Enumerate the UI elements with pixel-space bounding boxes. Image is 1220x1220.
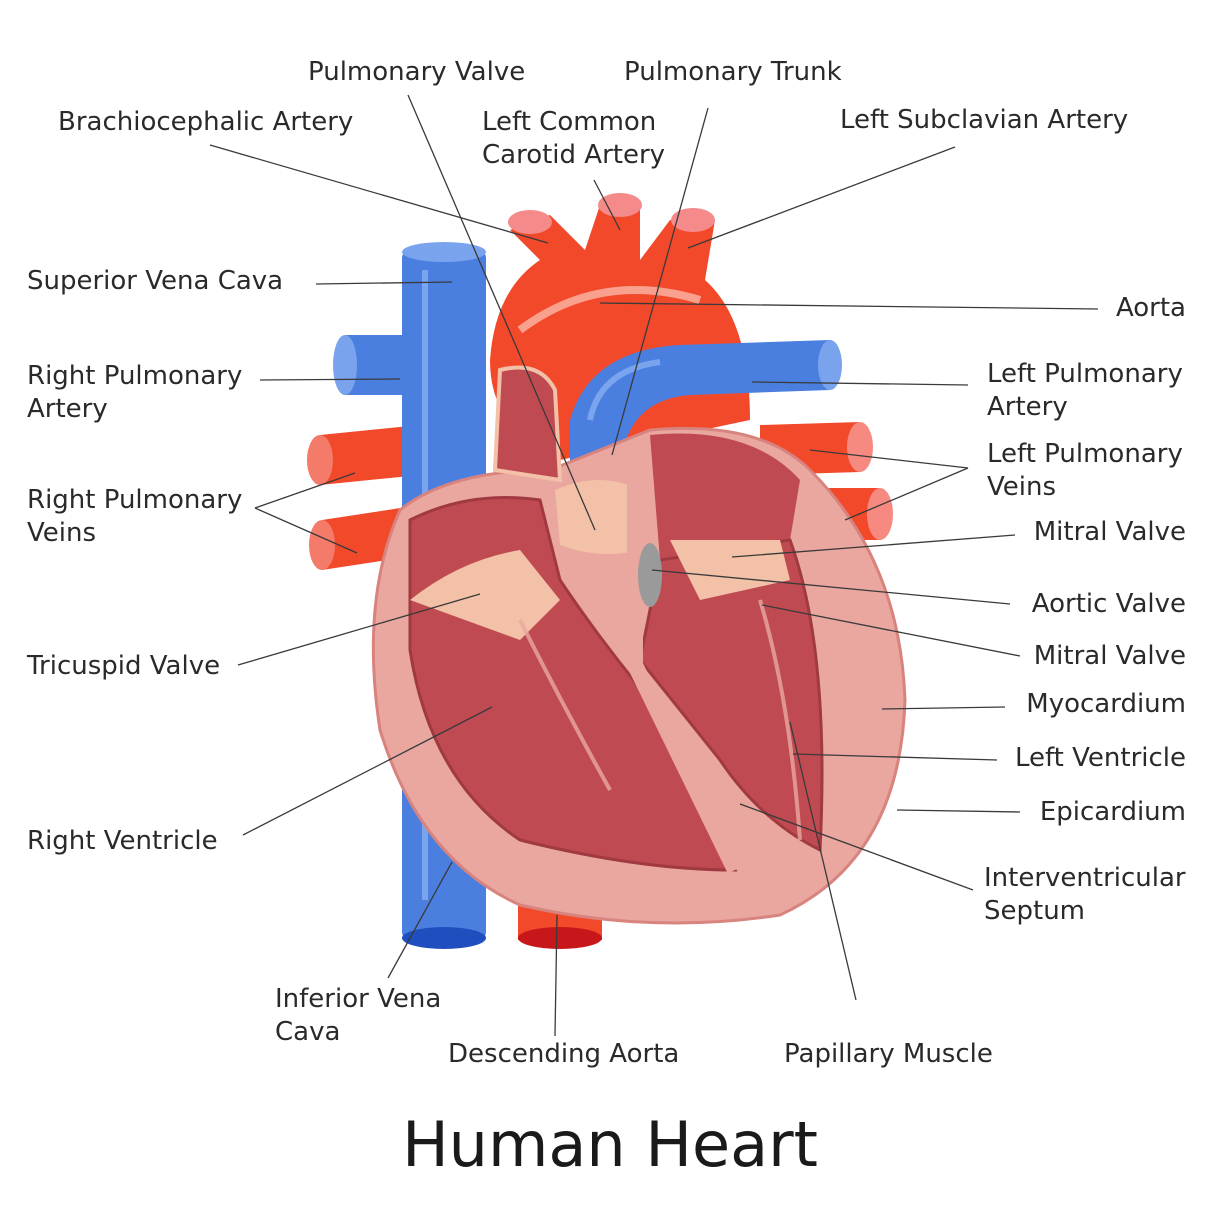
label-brachiocephalic-artery: Brachiocephalic Artery [58,107,354,137]
label-epicardium: Epicardium [1039,797,1186,827]
label-papillary-muscle: Papillary Muscle [784,1039,993,1069]
label-right-ventricle: Right Ventricle [27,826,218,856]
label-right-pulmonary-artery: Right Pulmonary Artery [27,361,243,424]
label-descending-aorta: Descending Aorta [448,1039,680,1069]
label-interventricular-septum: Interventricular Septum [984,863,1186,926]
label-left-pulmonary-veins: Left Pulmonary Veins [987,439,1183,502]
right-pulmonary-artery-vessel [333,335,420,395]
label-myocardium: Myocardium [1026,689,1186,719]
label-aortic-valve: Aortic Valve [1031,589,1186,619]
label-mitral-valve-lower: Mitral Valve [1033,641,1186,671]
label-left-ventricle: Left Ventricle [1014,743,1186,773]
diagram-title: Human Heart [402,1108,818,1181]
label-aorta: Aorta [1115,293,1186,323]
label-left-common-carotid-artery: Left Common Carotid Artery [482,107,666,170]
label-inferior-vena-cava: Inferior Vena Cava [275,984,442,1047]
label-left-subclavian-artery: Left Subclavian Artery [840,105,1129,135]
label-mitral-valve-upper: Mitral Valve [1033,517,1186,547]
label-superior-vena-cava: Superior Vena Cava [27,266,284,296]
label-pulmonary-trunk: Pulmonary Trunk [624,57,842,87]
label-right-pulmonary-veins: Right Pulmonary Veins [27,485,243,548]
heart-body [371,365,907,925]
leader-lines [209,94,1099,1037]
label-tricuspid-valve: Tricuspid Valve [27,651,221,681]
label-pulmonary-valve: Pulmonary Valve [308,57,526,87]
label-left-pulmonary-artery: Left Pulmonary Artery [987,359,1183,422]
